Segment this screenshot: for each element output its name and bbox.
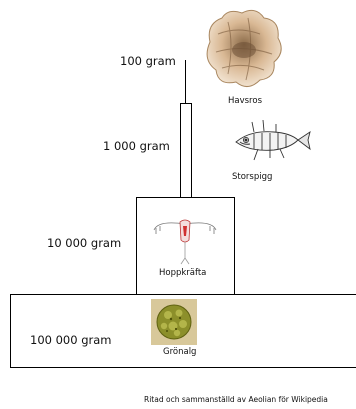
- green-algae-icon: [151, 299, 197, 345]
- organism-label-havsros: Havsros: [228, 96, 262, 106]
- amount-label-havsros: 100 gram: [120, 54, 176, 68]
- pyramid-tier-storspigg: [180, 103, 192, 198]
- amount-label-gronalg: 100 000 gram: [30, 333, 112, 347]
- amount-label-hoppkrafta: 10 000 gram: [47, 236, 121, 250]
- copepod-icon: [152, 210, 218, 268]
- pyramid-stem-line: [185, 60, 186, 104]
- sea-anemone-icon: [198, 4, 288, 94]
- organism-label-gronalg: Grönalg: [163, 347, 196, 357]
- amount-label-storspigg: 1 000 gram: [103, 139, 170, 153]
- organism-label-hoppkrafta: Hoppkräfta: [159, 268, 206, 278]
- organism-label-storspigg: Storspigg: [232, 172, 272, 182]
- credit-text: Ritad och sammanställd av Aeolian för Wi…: [144, 395, 328, 404]
- stickleback-fish-icon: [230, 118, 314, 164]
